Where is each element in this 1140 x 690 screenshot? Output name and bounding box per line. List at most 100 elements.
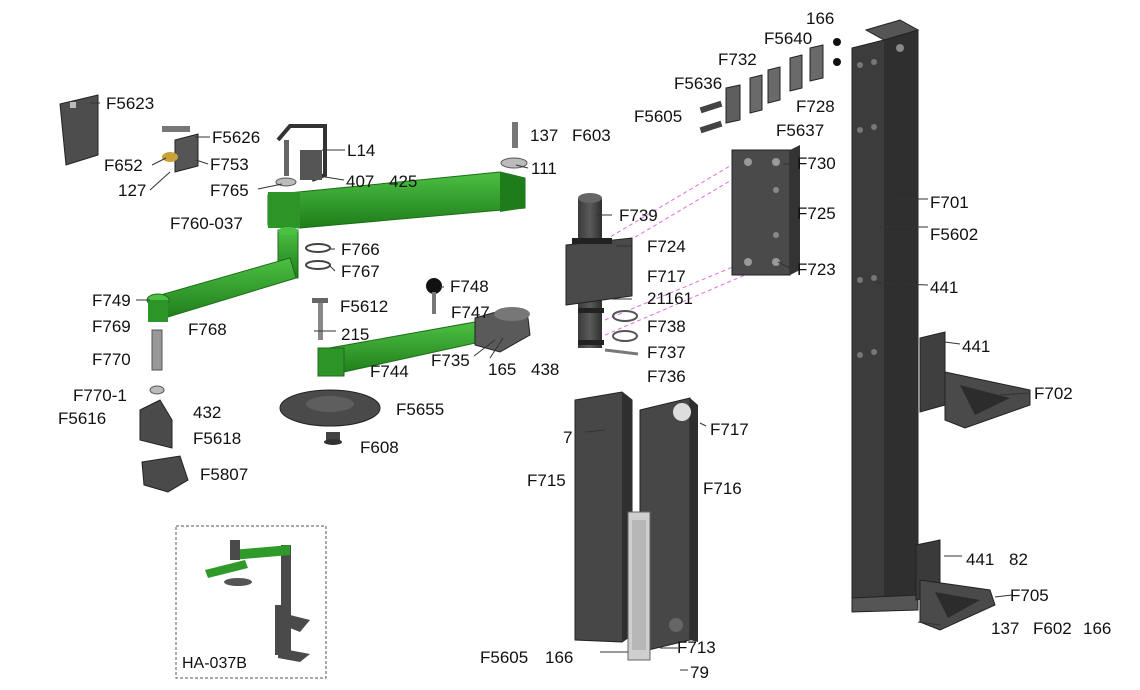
label-82: 82	[1009, 550, 1028, 569]
label-f767: F767	[341, 262, 380, 281]
label-7: 7	[563, 428, 573, 447]
green-arm-f760-037	[267, 171, 526, 229]
label-f5807: F5807	[200, 465, 249, 484]
bracket-f702	[919, 331, 1031, 429]
label-f602: F602	[1033, 619, 1072, 638]
cover-f5623	[59, 94, 99, 166]
pin-f770	[149, 329, 165, 395]
hinge-plate-f725	[731, 145, 800, 276]
label-f738: F738	[647, 317, 686, 336]
alignment-lines	[604, 159, 746, 336]
label-f748: F748	[450, 277, 489, 296]
green-arm-f744	[317, 307, 531, 377]
plate-f732	[749, 74, 763, 114]
hinge-cylinder-f717	[565, 193, 639, 356]
label-f725: F725	[797, 204, 836, 223]
plate-f728	[789, 54, 803, 92]
label-f749: F749	[92, 291, 131, 310]
label-f765: F765	[210, 181, 249, 200]
label-f5640: F5640	[764, 29, 813, 48]
label-111: 111	[531, 159, 557, 178]
label-f5616: F5616	[58, 409, 107, 428]
label-f715: F715	[527, 471, 566, 490]
bracket-f5626	[162, 126, 199, 173]
label-f753: F753	[210, 155, 249, 174]
label-407: 407	[346, 172, 375, 191]
bolt-137-washer-111	[500, 122, 528, 169]
label-f730: F730	[797, 154, 836, 173]
label-f717-bot: F717	[710, 420, 749, 439]
cylinder-f713	[627, 511, 683, 661]
label-f5637: F5637	[776, 121, 825, 140]
label-425: 425	[389, 172, 418, 191]
inset-thumbnail	[175, 525, 327, 679]
label-f716: F716	[703, 479, 742, 498]
main-column-f701	[851, 19, 941, 613]
label-137: 137	[530, 126, 559, 145]
label-f5626: F5626	[212, 128, 261, 147]
label-f608: F608	[360, 438, 399, 457]
label-f724: F724	[647, 237, 686, 256]
label-f713: F713	[677, 638, 716, 657]
plate-f5637	[767, 66, 781, 104]
leader-lines	[90, 102, 1031, 671]
label-f5636: F5636	[674, 74, 723, 93]
label-f769: F769	[92, 317, 131, 336]
label-f739: F739	[619, 206, 658, 225]
plate-f5636	[725, 84, 741, 124]
label-f744: F744	[370, 362, 409, 381]
label-f728: F728	[796, 97, 835, 116]
bolt-f5612	[312, 298, 328, 340]
bracket-f705	[919, 579, 996, 631]
cabinet-left-f715	[574, 391, 633, 643]
green-arm-f749	[146, 227, 299, 322]
label-21161: 21161	[647, 289, 694, 308]
label-f5623: F5623	[106, 94, 155, 113]
label-127: 127	[118, 181, 147, 200]
plate-f5640	[809, 44, 824, 82]
label-f717-top: F717	[647, 267, 686, 286]
rings-f766-f767	[305, 243, 331, 270]
label-f723: F723	[797, 260, 836, 279]
label-441-a: 441	[930, 278, 959, 297]
label-f736: F736	[647, 367, 686, 386]
label-f766: F766	[341, 240, 380, 259]
base-f5807	[141, 455, 189, 493]
label-f770-1: F770-1	[73, 386, 127, 405]
label-f702: F702	[1034, 384, 1073, 403]
label-166-b: 166	[1083, 619, 1112, 638]
label-f5655: F5655	[396, 400, 445, 419]
label-f735: F735	[431, 351, 470, 370]
label-f770: F770	[92, 350, 131, 369]
foot-f608	[324, 432, 342, 445]
label-f747: F747	[451, 303, 490, 322]
bolts-f5605-top	[699, 100, 723, 134]
label-f768: F768	[188, 320, 227, 339]
cabinet-right-f716	[639, 397, 698, 653]
plate-f5655	[279, 389, 381, 427]
label-f5618: F5618	[193, 429, 242, 448]
label-f737: F737	[647, 343, 686, 362]
label-f760-037: F760-037	[170, 214, 243, 233]
label-432: 432	[193, 403, 222, 422]
label-79: 79	[690, 663, 709, 682]
label-166-top: 166	[806, 9, 835, 28]
knob-f748	[426, 278, 442, 314]
label-165: 165	[488, 360, 517, 379]
label-f705: F705	[1010, 586, 1049, 605]
label-f5602: F5602	[930, 225, 979, 244]
clamp-f5618	[139, 399, 173, 449]
handle-l14	[275, 124, 327, 187]
label-f5605-top: F5605	[634, 107, 683, 126]
inset-model-label: HA-037B	[182, 655, 247, 672]
label-f5612: F5612	[340, 297, 389, 316]
label-f701: F701	[930, 193, 969, 212]
label-f732: F732	[718, 50, 757, 69]
label-438: 438	[531, 360, 560, 379]
label-f5605-bot: F5605	[480, 648, 529, 667]
label-137-b: 137	[991, 619, 1020, 638]
label-f603: F603	[572, 126, 611, 145]
label-f652: F652	[104, 156, 143, 175]
label-215: 215	[341, 325, 370, 344]
